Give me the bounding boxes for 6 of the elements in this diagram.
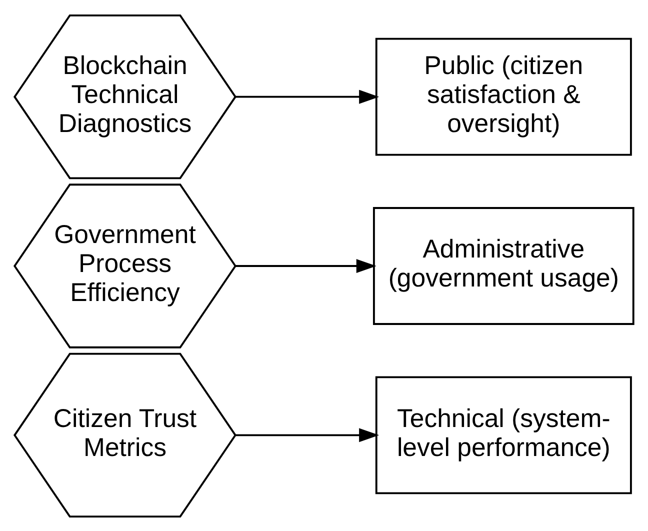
arrow (236, 428, 380, 442)
arrow (236, 89, 380, 104)
node-box: Public (citizen satisfaction & oversight) (375, 37, 632, 156)
node-box: Administrative (government usage) (372, 206, 634, 324)
node-box: Technical (system-level performance) (375, 376, 632, 494)
arrow (236, 258, 376, 272)
